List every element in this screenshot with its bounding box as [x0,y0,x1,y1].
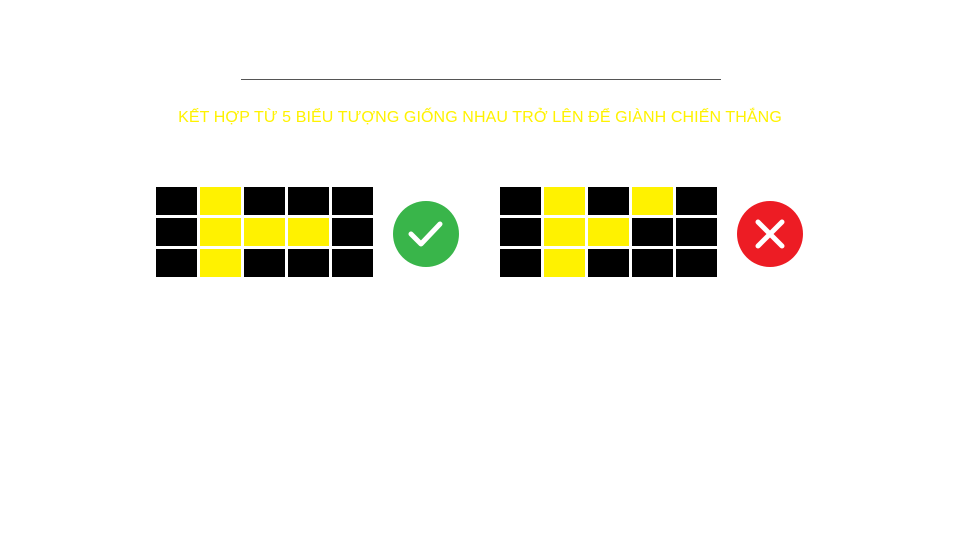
empty-cell [676,187,717,215]
divider-line [241,79,721,80]
filled-cell [544,249,585,277]
empty-cell [244,187,285,215]
filled-cell [288,218,329,246]
empty-cell [288,249,329,277]
empty-cell [332,218,373,246]
empty-cell [588,249,629,277]
empty-cell [288,187,329,215]
filled-cell [200,249,241,277]
empty-cell [500,187,541,215]
checkmark-icon [408,221,443,247]
filled-cell [244,218,285,246]
empty-cell [156,249,197,277]
filled-cell [200,218,241,246]
instruction-headline: KẾT HỢP TỪ 5 BIỂU TƯỢNG GIỐNG NHAU TRỞ L… [178,109,782,126]
empty-cell [332,249,373,277]
empty-cell [676,249,717,277]
filled-cell [544,218,585,246]
empty-cell [500,218,541,246]
empty-cell [156,187,197,215]
empty-cell [500,249,541,277]
empty-cell [156,218,197,246]
empty-cell [588,187,629,215]
cross-icon [755,219,785,249]
empty-cell [244,249,285,277]
filled-cell [588,218,629,246]
empty-cell [632,218,673,246]
filled-cell [200,187,241,215]
filled-cell [544,187,585,215]
valid-badge [393,201,459,267]
empty-cell [632,249,673,277]
invalid-badge [737,201,803,267]
valid-example-grid [155,185,374,280]
invalid-example-grid [499,185,718,280]
filled-cell [632,187,673,215]
empty-cell [676,218,717,246]
empty-cell [332,187,373,215]
